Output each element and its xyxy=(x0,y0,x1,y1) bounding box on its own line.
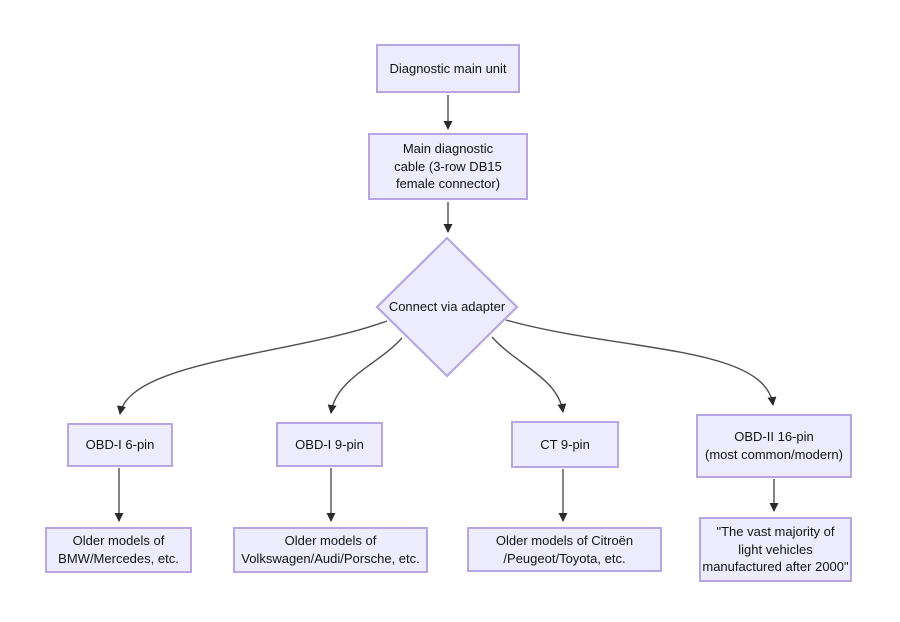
node-obd2-16pin: OBD-II 16-pin (most common/modern) xyxy=(696,414,852,478)
node-obd1-6pin: OBD-I 6-pin xyxy=(67,423,173,467)
node-main-diagnostic-cable: Main diagnostic cable (3-row DB15 female… xyxy=(368,133,528,200)
node-older-citroen-peugeot-toyota: Older models of Citroën /Peugeot/Toyota,… xyxy=(467,527,662,572)
node-ct-9pin: CT 9-pin xyxy=(511,421,619,468)
edge-adapter-to-ct-9pin xyxy=(491,336,567,413)
node-diagnostic-main-unit: Diagnostic main unit xyxy=(376,44,520,93)
node-connect-via-adapter-label: Connect via adapter xyxy=(388,298,506,314)
node-vast-majority-after-2000: "The vast majority of light vehicles man… xyxy=(699,517,852,582)
edge-adapter-to-obd1-9pin xyxy=(327,337,403,414)
edge-adapter-to-obd1-6pin xyxy=(117,320,388,415)
edge-adapter-to-obd2-16pin xyxy=(505,319,777,406)
node-older-vw-audi-porsche: Older models of Volkswagen/Audi/Porsche,… xyxy=(233,527,428,573)
node-older-bmw-mercedes: Older models of BMW/Mercedes, etc. xyxy=(45,527,192,573)
decision-diamond-shape xyxy=(375,236,519,378)
node-obd1-9pin: OBD-I 9-pin xyxy=(276,422,383,467)
